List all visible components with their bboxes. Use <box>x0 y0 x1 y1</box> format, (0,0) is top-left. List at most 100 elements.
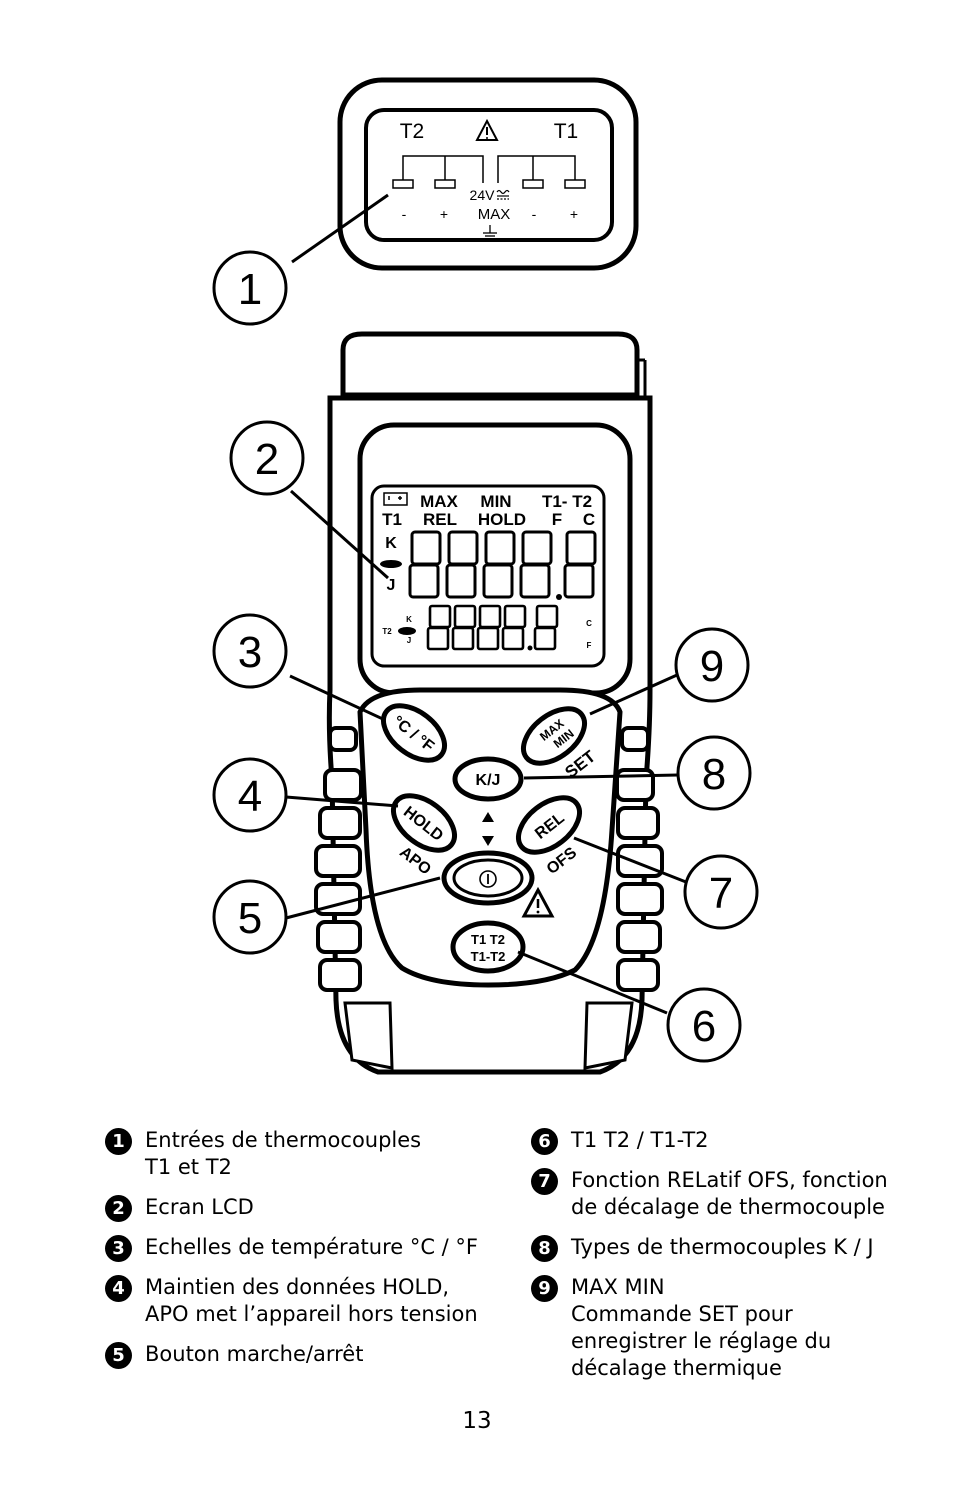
hold-button[interactable]: HOLD <box>383 785 464 861</box>
svg-text:3: 3 <box>238 628 262 677</box>
legend-text-2: Ecran LCD <box>145 1195 254 1219</box>
t1t2-button[interactable]: T1 T2 T1-T2 <box>450 920 526 974</box>
page-number: 13 <box>462 1408 492 1434</box>
svg-text:5: 5 <box>238 894 262 943</box>
svg-text:2: 2 <box>255 435 279 484</box>
callouts <box>285 193 687 1015</box>
callout-8: 8 <box>676 735 752 811</box>
legend-text-5: Bouton marche/arrêt <box>145 1342 364 1366</box>
terminal-t2-plus <box>434 179 456 189</box>
callout-5: 5 <box>212 879 288 955</box>
connector-view: T2 T1 24V MAX - + - + <box>337 77 639 271</box>
t1-plus-sign: + <box>570 206 578 222</box>
lcd-display: MAX MIN T1- T2 T1 REL HOLD F C K J K T2 … <box>380 492 597 651</box>
legend-item-2: 2 Ecran LCD <box>105 1194 525 1222</box>
legend-text-8: Types de thermocouples K / J <box>571 1235 874 1259</box>
lcd-t1-t2: T1- T2 <box>542 492 592 511</box>
legend-text-4: Maintien des données HOLD, APO met l’app… <box>145 1275 478 1326</box>
lcd-rel: REL <box>423 510 457 529</box>
rel-button[interactable]: REL <box>508 787 589 863</box>
legend-item-8: 8 Types de thermocouples K / J <box>531 1234 931 1262</box>
legend-text-9: MAX MIN Commande SET pour enregistrer le… <box>571 1275 832 1380</box>
legend-item-4: 4 Maintien des données HOLD, APO met l’a… <box>105 1274 525 1328</box>
connector-voltage-label: 24V <box>470 187 496 203</box>
callout-circles: 1 2 3 4 5 6 7 8 9 <box>212 250 759 1063</box>
legend-number-5: 5 <box>105 1342 132 1369</box>
svg-text:K/J: K/J <box>476 772 501 789</box>
callout-7: 7 <box>683 854 759 930</box>
lcd-c: C <box>583 510 595 529</box>
lcd-t2: T2 <box>382 627 392 636</box>
legend-left: 1 Entrées de thermocouples T1 et T2 2 Ec… <box>105 1127 525 1381</box>
warning-icon <box>521 886 555 918</box>
kj-button[interactable]: K/J <box>452 756 524 802</box>
legend-item-1: 1 Entrées de thermocouples T1 et T2 <box>105 1127 525 1181</box>
t1-minus-sign: - <box>532 206 537 222</box>
legend-text-6: T1 T2 / T1-T2 <box>571 1128 709 1152</box>
battery-icon <box>383 492 408 506</box>
legend-item-5: 5 Bouton marche/arrêt <box>105 1341 525 1369</box>
svg-text:9: 9 <box>700 642 724 691</box>
svg-text:8: 8 <box>702 750 726 799</box>
svg-text:6: 6 <box>692 1002 716 1051</box>
legend-number-3: 3 <box>105 1235 132 1262</box>
side-grips <box>314 726 664 992</box>
connector-max-label: MAX <box>478 206 511 223</box>
lcd-f: F <box>552 510 562 529</box>
svg-text:4: 4 <box>238 772 262 821</box>
lcd-min: MIN <box>480 492 511 511</box>
legend-item-3: 3 Echelles de température °C / °F <box>105 1234 525 1262</box>
lcd-small-c: C <box>586 619 592 628</box>
legend-number-8: 8 <box>531 1235 558 1262</box>
main-digits <box>408 530 597 599</box>
terminal-t2-minus <box>392 179 414 189</box>
svg-text:T1 T2: T1 T2 <box>471 932 505 947</box>
legend-item-9: 9 MAX MIN Commande SET pour enregistrer … <box>531 1274 931 1382</box>
cf-button[interactable]: °C / °F <box>373 695 454 771</box>
callout-9: 9 <box>674 627 750 703</box>
power-button[interactable] <box>441 850 535 906</box>
callout-1: 1 <box>212 250 288 326</box>
callout-4: 4 <box>212 757 288 833</box>
lcd-hold: HOLD <box>478 510 526 529</box>
lcd-t1: T1 <box>382 510 402 529</box>
warning-icon <box>475 118 499 141</box>
terminal-t1-plus <box>564 179 586 189</box>
legend-item-7: 7 Fonction RELatif OFS, fonction de déca… <box>531 1167 931 1221</box>
connector-t2-label: T2 <box>400 120 425 143</box>
power-icon <box>479 870 497 888</box>
max-min-button[interactable]: MAX MIN <box>513 698 594 774</box>
callout-3: 3 <box>212 613 288 689</box>
legend-number-4: 4 <box>105 1275 132 1302</box>
legend-right: 6 T1 T2 / T1-T2 7 Fonction RELatif OFS, … <box>531 1127 931 1395</box>
lcd-k: K <box>385 535 397 552</box>
callout-6: 6 <box>666 987 742 1063</box>
callout-2: 2 <box>229 420 305 496</box>
svg-text:7: 7 <box>709 869 733 918</box>
lcd-small-k: K <box>406 615 412 624</box>
up-down-arrows <box>482 812 494 846</box>
legend-number-1: 1 <box>105 1128 132 1155</box>
ground-icon <box>483 225 497 240</box>
t2-minus-sign: - <box>402 206 407 222</box>
svg-text:1: 1 <box>238 265 262 314</box>
terminal-t1-minus <box>522 179 544 189</box>
svg-text:T1-T2: T1-T2 <box>471 949 506 964</box>
lcd-j: J <box>387 577 396 594</box>
lcd-max: MAX <box>420 492 458 511</box>
lcd-small-j: J <box>407 636 411 645</box>
ac-dc-icon <box>496 189 510 200</box>
keypad: °C / °F MAX MIN SET K/J HOLD APO REL OFS <box>373 695 600 974</box>
t2-plus-sign: + <box>440 206 448 222</box>
legend-number-2: 2 <box>105 1195 132 1222</box>
connector-t1-label: T1 <box>554 120 579 143</box>
legend-text-3: Echelles de température °C / °F <box>145 1235 479 1259</box>
legend-text-7: Fonction RELatif OFS, fonction de décala… <box>571 1168 888 1219</box>
secondary-digits <box>426 604 559 651</box>
legend-number-7: 7 <box>531 1168 558 1195</box>
legend-text-1: Entrées de thermocouples T1 et T2 <box>145 1128 422 1179</box>
legend-item-6: 6 T1 T2 / T1-T2 <box>531 1127 931 1155</box>
meter-diagram: T2 T1 24V MAX - + - + <box>212 77 759 1075</box>
legend-number-9: 9 <box>531 1275 558 1302</box>
lcd-small-f: F <box>587 641 592 650</box>
